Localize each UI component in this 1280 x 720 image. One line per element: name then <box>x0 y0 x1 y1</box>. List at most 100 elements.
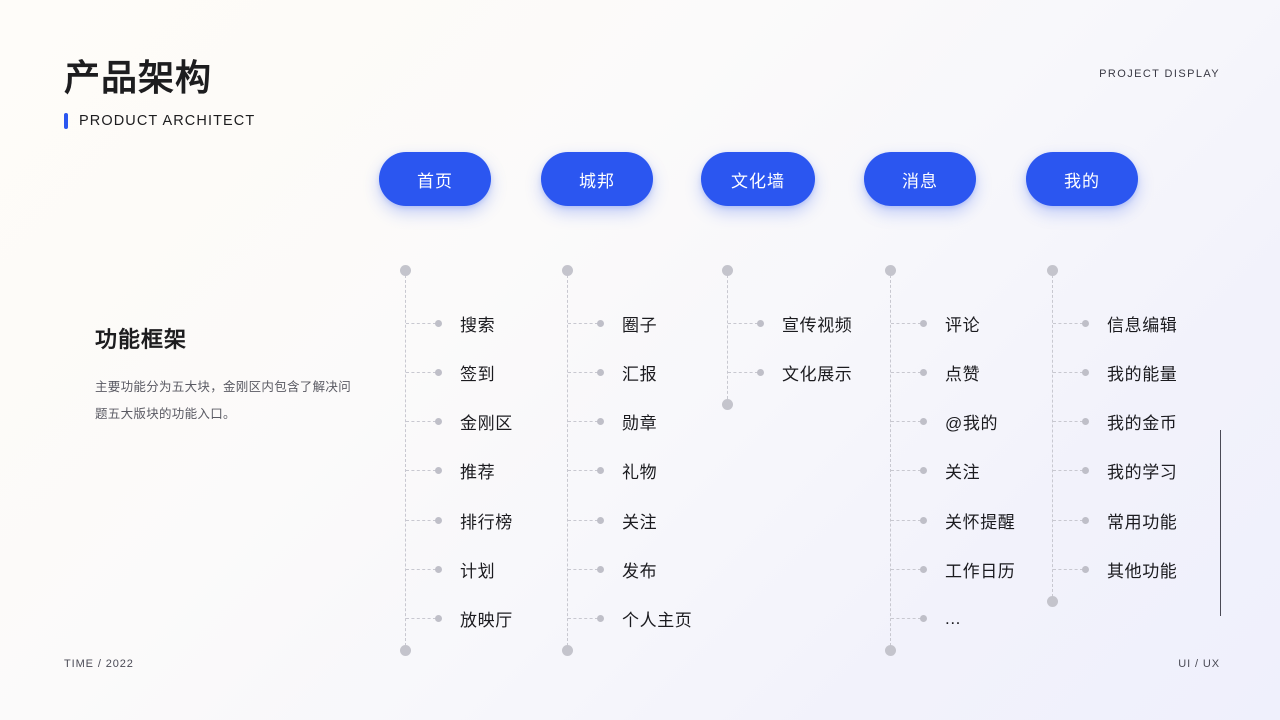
tree-vertical-line <box>567 270 568 651</box>
tree-node-dot <box>1082 368 1089 376</box>
category-pill-1[interactable]: 首页 <box>379 152 491 206</box>
category-pill-label: 消息 <box>902 171 938 191</box>
tree-branch-line <box>568 470 598 472</box>
list-item-label: 圈子 <box>622 315 658 335</box>
tree-node-dot <box>435 319 442 327</box>
list-item[interactable]: 常用功能 <box>1052 510 1177 532</box>
tree-branch-line <box>1053 569 1083 570</box>
category-pill-label: 我的 <box>1064 171 1100 191</box>
tree-branch-line <box>406 421 436 423</box>
architecture-column: 城邦圈子汇报勋章礼物关注发布个人主页 <box>541 152 692 657</box>
project-display-label: PROJECT DISPLAY <box>1099 68 1220 80</box>
tree-vertical-line <box>890 270 891 651</box>
list-item-label: 宣传视频 <box>782 315 853 335</box>
list-item-label: 金刚区 <box>460 414 513 434</box>
list-item-label: 发布 <box>622 562 658 581</box>
list-item[interactable]: 发布 <box>567 560 658 581</box>
list-item[interactable]: 工作日历 <box>890 560 1016 581</box>
left-block-title: 功能框架 <box>95 327 188 352</box>
tree-node-dot <box>435 467 442 475</box>
list-item-label: 礼物 <box>622 463 658 483</box>
tree-end-dot-top <box>1046 264 1058 276</box>
tree-branch-line <box>891 421 921 423</box>
tree-branch-line <box>568 569 598 570</box>
list-item[interactable]: 其他功能 <box>1052 560 1177 581</box>
list-item[interactable]: 推荐 <box>405 461 496 483</box>
tree-end-dot-bottom <box>399 645 411 657</box>
list-item-label: 关注 <box>945 463 981 483</box>
tree-end-dot-top <box>561 264 573 276</box>
list-item[interactable]: 点赞 <box>890 362 981 384</box>
tree-branch-line <box>568 519 598 521</box>
tree-node-dot <box>597 467 604 475</box>
list-item-label: 计划 <box>460 562 496 581</box>
list-item[interactable]: 放映厅 <box>405 609 513 631</box>
list-item-label: ... <box>945 608 961 628</box>
list-item[interactable]: 搜索 <box>405 313 495 335</box>
tree-branch-line <box>1053 470 1083 472</box>
list-item-label: 我的金币 <box>1107 414 1178 434</box>
list-item-label: 放映厅 <box>460 611 513 631</box>
list-item[interactable]: 关怀提醒 <box>890 510 1016 532</box>
list-item-label: 关怀提醒 <box>945 512 1016 532</box>
category-pill-5[interactable]: 我的 <box>1026 152 1138 206</box>
tree-end-dot-bottom <box>561 645 573 657</box>
tree-vertical-line <box>1052 270 1053 602</box>
left-description-block: 功能框架 主要功能分为五大块，金刚区内包含了解决问题五大版块的功能入口。 <box>95 322 355 428</box>
tree-branch-line <box>406 519 436 521</box>
category-pill-3[interactable]: 文化墙 <box>701 152 815 206</box>
tree-branch-line <box>1053 371 1083 373</box>
list-item[interactable]: 勋章 <box>567 412 658 434</box>
tree-node-dot <box>435 516 442 524</box>
tree-node-dot <box>920 319 927 327</box>
list-item[interactable]: 文化展示 <box>727 362 852 384</box>
right-edge-rule <box>1220 430 1221 616</box>
list-item[interactable]: 关注 <box>567 510 658 532</box>
list-item[interactable]: ... <box>890 609 961 629</box>
list-item[interactable]: 礼物 <box>567 461 658 483</box>
list-item[interactable]: 计划 <box>405 560 496 581</box>
architecture-column: 消息评论点赞 @我的关注关怀提醒工作日历... <box>864 152 1015 657</box>
list-item[interactable]: 签到 <box>405 362 495 384</box>
category-pill-label: 首页 <box>417 171 453 191</box>
tree-branch-line <box>1053 322 1083 324</box>
list-item[interactable]: 排行榜 <box>405 510 513 532</box>
tree-end-dot-top <box>884 264 896 276</box>
tree-node-dot <box>597 368 604 376</box>
list-item-label: 排行榜 <box>460 512 513 532</box>
list-item-label: 工作日历 <box>945 562 1016 581</box>
tree-node-dot <box>1082 319 1089 327</box>
list-item[interactable]: 圈子 <box>567 313 658 335</box>
tree-branch-line <box>891 322 921 324</box>
list-item-label: 推荐 <box>460 463 496 483</box>
tree-node-dot <box>435 368 442 376</box>
category-pill-4[interactable]: 消息 <box>864 152 976 206</box>
category-pill-2[interactable]: 城邦 <box>541 152 653 206</box>
tree-node-dot <box>1082 418 1089 426</box>
list-item[interactable]: 汇报 <box>567 362 657 384</box>
list-item[interactable]: 我的金币 <box>1052 412 1178 434</box>
list-item-label: 信息编辑 <box>1107 315 1178 335</box>
list-item-label: 勋章 <box>622 414 658 434</box>
list-item-label: 个人主页 <box>622 611 693 631</box>
list-item[interactable]: 我的学习 <box>1052 461 1177 482</box>
list-item-label: 关注 <box>622 512 658 532</box>
tree-vertical-line <box>405 270 406 651</box>
page-subtitle: PRODUCT ARCHITECT <box>79 113 256 129</box>
tree-node-dot <box>920 467 927 475</box>
list-item[interactable]: 金刚区 <box>405 412 513 434</box>
list-item[interactable]: 个人主页 <box>567 609 693 631</box>
page-subtitle-row: PRODUCT ARCHITECT <box>64 113 255 129</box>
list-item[interactable]: 关注 <box>890 461 981 483</box>
tree-branch-line <box>568 371 598 373</box>
list-item[interactable]: 信息编辑 <box>1052 313 1178 335</box>
list-item[interactable]: @我的 <box>890 412 998 433</box>
tree-end-dot-top <box>399 264 411 276</box>
list-item[interactable]: 宣传视频 <box>727 313 853 335</box>
tree-node-dot <box>435 566 442 573</box>
list-item[interactable]: 我的能量 <box>1052 362 1177 384</box>
tree-branch-line <box>891 519 921 521</box>
list-item[interactable]: 评论 <box>890 313 980 335</box>
list-item-label: 点赞 <box>945 364 981 384</box>
